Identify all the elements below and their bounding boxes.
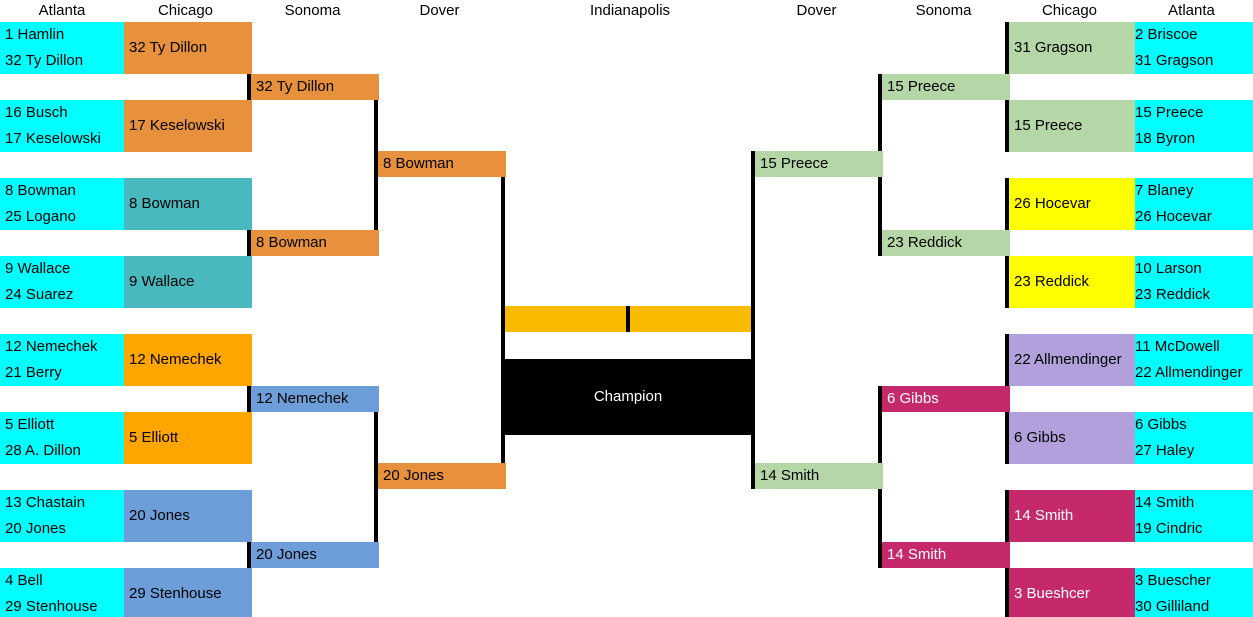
- winner-box: 32 Ty Dillon: [124, 22, 252, 74]
- champion-box: Champion: [501, 359, 755, 435]
- entry-label: 4 Bell: [5, 572, 43, 589]
- entry-label: 30 Gilliland: [1135, 598, 1210, 615]
- winner-box: 6 Gibbs: [882, 386, 1010, 412]
- matchup-box: 16 Busch 17 Keselowski: [0, 100, 124, 152]
- round-header: Chicago: [157, 2, 214, 19]
- round-header: Chicago: [1041, 2, 1098, 19]
- round-header: Sonoma: [915, 2, 972, 19]
- winner-box: 14 Smith: [1009, 490, 1135, 542]
- entry-label: 18 Byron: [1135, 130, 1196, 147]
- champion-label: Champion: [593, 388, 663, 405]
- winner-box: 22 Allmendinger: [1009, 334, 1135, 386]
- winner-box: 20 Jones: [124, 490, 252, 542]
- final-bar-left: [505, 306, 626, 332]
- entry-label: 31 Gragson: [1135, 52, 1214, 69]
- winner-box: 15 Preece: [882, 74, 1010, 100]
- entry-label: 22 Allmendinger: [1135, 364, 1243, 381]
- winner-box: 12 Nemechek: [124, 334, 252, 386]
- entry-label: 12 Nemechek: [5, 338, 98, 355]
- matchup-box: 1 Hamlin 32 Ty Dillon: [0, 22, 124, 74]
- winner-box: 8 Bowman: [378, 151, 506, 177]
- entry-label: 7 Blaney: [1135, 182, 1194, 199]
- round-header: Atlanta: [38, 2, 86, 19]
- entry-label: 17 Keselowski: [5, 130, 101, 147]
- connector-line: [374, 386, 378, 568]
- matchup-box: 15 Preece 18 Byron: [1130, 100, 1253, 152]
- matchup-box: 9 Wallace 24 Suarez: [0, 256, 124, 308]
- winner-box: 12 Nemechek: [251, 386, 379, 412]
- winner-box: 9 Wallace: [124, 256, 252, 308]
- round-header: Dover: [796, 2, 837, 19]
- entry-label: 23 Reddick: [1135, 286, 1211, 303]
- round-header: Sonoma: [284, 2, 341, 19]
- entry-label: 8 Bowman: [5, 182, 76, 199]
- winner-box: 26 Hocevar: [1009, 178, 1135, 230]
- entry-label: 10 Larson: [1135, 260, 1202, 277]
- winner-box: 5 Elliott: [124, 412, 252, 464]
- entry-label: 6 Gibbs: [1135, 416, 1187, 433]
- final-bar-divider: [626, 306, 630, 332]
- round-header: Atlanta: [1168, 2, 1215, 19]
- winner-box: 29 Stenhouse: [124, 568, 252, 617]
- entry-label: 1 Hamlin: [5, 26, 65, 43]
- entry-label: 29 Stenhouse: [5, 598, 98, 615]
- entry-label: 26 Hocevar: [1135, 208, 1212, 225]
- entry-label: 14 Smith: [1135, 494, 1195, 511]
- matchup-box: 4 Bell 29 Stenhouse: [0, 568, 124, 617]
- entry-label: 15 Preece: [1135, 104, 1204, 121]
- connector-line: [247, 490, 251, 617]
- winner-box: 20 Jones: [378, 463, 506, 489]
- winner-box: 23 Reddick: [1009, 256, 1135, 308]
- connector-line: [247, 334, 251, 464]
- winner-box: 6 Gibbs: [1009, 412, 1135, 464]
- winner-box: 31 Gragson: [1009, 22, 1135, 74]
- entry-label: 16 Busch: [5, 104, 68, 121]
- matchup-box: 3 Buescher 30 Gilliland: [1130, 568, 1253, 617]
- winner-box: 23 Reddick: [882, 230, 1010, 256]
- matchup-box: 13 Chastain 20 Jones: [0, 490, 124, 542]
- entry-label: 9 Wallace: [5, 260, 71, 277]
- winner-box: 15 Preece: [1009, 100, 1135, 152]
- winner-box: 15 Preece: [755, 151, 883, 177]
- entry-label: 11 McDowell: [1135, 338, 1220, 355]
- entry-label: 20 Jones: [5, 520, 66, 537]
- entry-label: 2 Briscoe: [1135, 26, 1198, 43]
- entry-label: 24 Suarez: [5, 286, 74, 303]
- entry-label: 32 Ty Dillon: [5, 52, 84, 69]
- winner-box: 20 Jones: [251, 542, 379, 568]
- connector-line: [247, 22, 251, 152]
- entry-label: 25 Logano: [5, 208, 76, 225]
- winner-box: 14 Smith: [755, 463, 883, 489]
- entry-label: 13 Chastain: [5, 494, 86, 511]
- matchup-box: 5 Elliott 28 A. Dillon: [0, 412, 124, 464]
- matchup-box: 10 Larson 23 Reddick: [1130, 256, 1253, 308]
- winner-box: 3 Bueshcer: [1009, 568, 1135, 617]
- matchup-box: 6 Gibbs 27 Haley: [1130, 412, 1253, 464]
- matchup-box: 2 Briscoe 31 Gragson: [1130, 22, 1253, 74]
- winner-box: 14 Smith: [882, 542, 1010, 568]
- matchup-box: 12 Nemechek 21 Berry: [0, 334, 124, 386]
- connector-line: [374, 74, 378, 256]
- round-header: Dover: [419, 2, 460, 19]
- entry-label: 27 Haley: [1135, 442, 1195, 459]
- entry-label: 19 Cindric: [1135, 520, 1203, 537]
- entry-label: 28 A. Dillon: [5, 442, 81, 459]
- matchup-box: 7 Blaney 26 Hocevar: [1130, 178, 1253, 230]
- matchup-box: 14 Smith 19 Cindric: [1130, 490, 1253, 542]
- connector-line: [247, 178, 251, 308]
- matchup-box: 11 McDowell 22 Allmendinger: [1130, 334, 1253, 386]
- entry-label: 3 Buescher: [1135, 572, 1211, 589]
- winner-box: 8 Bowman: [251, 230, 379, 256]
- connector-line: [751, 151, 755, 489]
- winner-box: 8 Bowman: [124, 178, 252, 230]
- entry-label: 5 Elliott: [5, 416, 55, 433]
- winner-box: 17 Keselowski: [124, 100, 252, 152]
- final-bar-right: [630, 306, 751, 332]
- winner-box: 32 Ty Dillon: [251, 74, 379, 100]
- connector-line: [501, 151, 505, 489]
- round-header: Indianapolis: [589, 2, 671, 19]
- matchup-box: 8 Bowman 25 Logano: [0, 178, 124, 230]
- entry-label: 21 Berry: [5, 364, 62, 381]
